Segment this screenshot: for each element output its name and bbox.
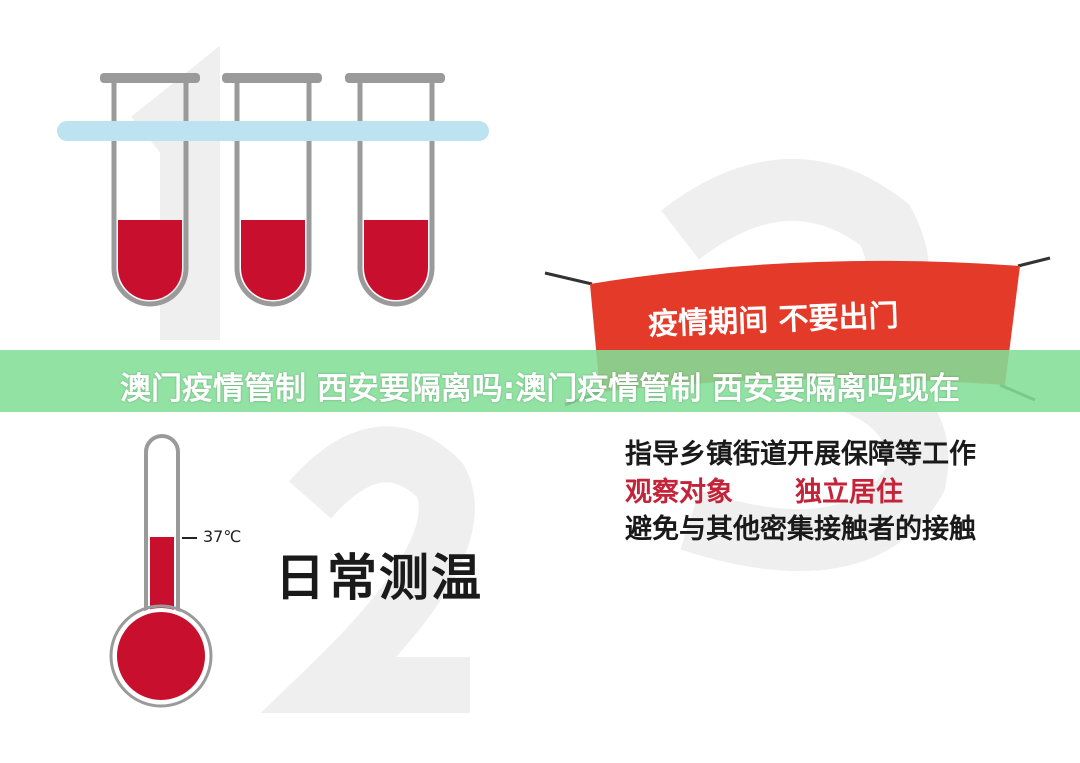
title-overlay-banner: 澳门疫情管制 西安要隔离吗:澳门疫情管制 西安要隔离吗现在 [0,350,1080,412]
overlay-title: 澳门疫情管制 西安要隔离吗:澳门疫情管制 西安要隔离吗现在 [120,371,960,407]
test-tube [222,73,322,307]
daily-temperature-title: 日常测温 [275,549,483,607]
tube-rack [57,121,489,141]
guidance-line-3: 避免与其他密集接触者的接触 [625,514,976,545]
banner-text: 疫情期间 不要出门 [647,298,900,343]
test-tube [100,73,200,307]
observation-text: 观察对象 [625,477,733,508]
guidance-line-1: 指导乡镇街道开展保障等工作 [625,439,976,470]
thermometer [109,434,213,708]
big-number-2-watermark [260,426,475,713]
isolation-text: 独立居住 [795,477,903,508]
temperature-label: 37℃ [203,527,242,546]
test-tube [345,73,445,307]
test-tubes [57,73,489,307]
guidance-line-2: 观察对象 独立居住 [625,470,903,509]
